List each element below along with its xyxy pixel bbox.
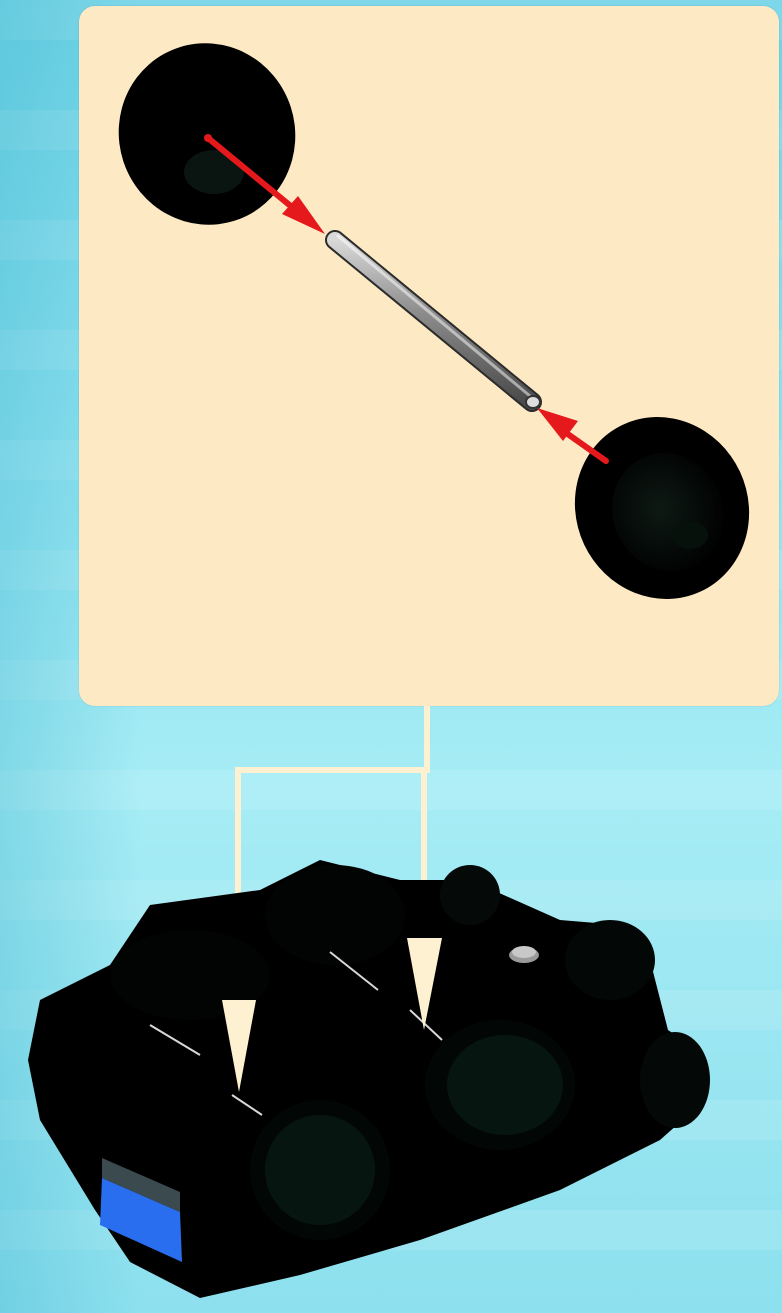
train-bogie-icon [28,860,710,1298]
axle-icon [335,236,540,408]
insert-arrow-icon [537,408,606,461]
wheel-right-icon [545,388,779,627]
